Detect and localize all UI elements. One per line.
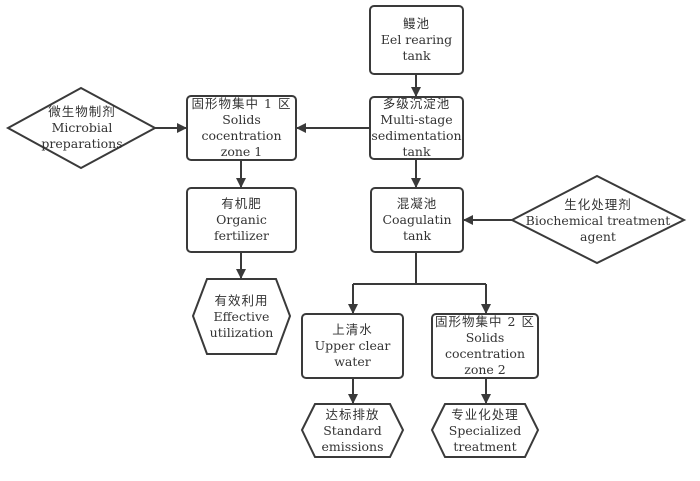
node-label-en: preparations <box>41 136 123 151</box>
solids-zone2-node: 固形物集中 2 区 Solids cocentration zone 2 <box>432 314 538 378</box>
coagulation-node: 混凝池 Coagulatin tank <box>371 188 463 252</box>
node-label-en: cocentration <box>201 128 282 143</box>
node-label-zh: 微生物制剂 <box>48 104 116 119</box>
node-label-en: treatment <box>453 438 517 454</box>
node-label-zh: 混凝池 <box>396 196 438 211</box>
eel-tank-node: 鳗池 Eel rearing tank <box>370 6 463 74</box>
node-label-zh: 有效利用 <box>214 292 269 308</box>
node-label-en: fertilizer <box>214 228 269 243</box>
node-label-en: agent <box>580 229 616 244</box>
node-label-zh: 达标排放 <box>325 406 380 422</box>
organic-fertilizer-node: 有机肥 Organic fertilizer <box>187 188 296 252</box>
standard-emissions-node: 达标排放 Standard emissions <box>302 404 403 457</box>
node-label-en: Solids <box>222 112 261 127</box>
effective-utilization-hexagon <box>191 278 292 355</box>
upper-water-node: 上清水 Upper clear water <box>302 314 403 378</box>
node-label-en: sedimentation <box>371 128 462 143</box>
node-label-en: Solids <box>465 330 505 345</box>
node-label-en: zone 1 <box>220 144 263 159</box>
node-label-en: Multi-stage <box>380 112 453 127</box>
node-label-zh: 有机肥 <box>221 196 262 211</box>
node-label-en: tank <box>402 48 431 63</box>
node-label-en: Specialized <box>448 422 522 438</box>
standard-emissions-hexagon <box>300 403 405 458</box>
biochemical-node: 生化处理剂 Biochemical treatment agent <box>525 196 671 246</box>
node-label-en: tank <box>402 144 431 159</box>
node-label-zh: 专业化处理 <box>451 406 519 422</box>
node-label-zh: 生化处理剂 <box>564 197 632 212</box>
specialized-node: 专业化处理 Specialized treatment <box>432 404 538 457</box>
node-label-en: Upper clear <box>314 338 391 353</box>
node-label-en: water <box>334 354 371 369</box>
node-label-zh: 鳗池 <box>402 16 430 31</box>
node-label-zh: 固形物集中 2 区 <box>435 314 535 329</box>
microbial-node: 微生物制剂 Microbial preparations <box>30 96 134 160</box>
node-label-en: Coagulatin <box>382 212 452 227</box>
node-label-en: zone 2 <box>464 362 506 377</box>
node-label-en: Standard <box>323 422 382 438</box>
node-label-en: Effective <box>213 308 270 324</box>
node-label-en: tank <box>402 228 432 243</box>
solids-zone1-node: 固形物集中 1 区 Solids cocentration zone 1 <box>187 96 296 160</box>
node-label-en: Eel rearing <box>380 32 453 47</box>
node-label-en: Microbial <box>51 120 113 135</box>
effective-utilization-node: 有效利用 Effective utilization <box>193 279 290 354</box>
node-label-zh: 固形物集中 1 区 <box>191 96 292 111</box>
node-label-en: Biochemical treatment <box>525 213 671 228</box>
node-label-zh: 上清水 <box>332 322 373 337</box>
node-label-zh: 多级沉淀池 <box>382 96 451 111</box>
specialized-hexagon <box>430 403 540 458</box>
sedimentation-node: 多级沉淀池 Multi-stage sedimentation tank <box>370 96 463 159</box>
node-label-en: utilization <box>209 324 274 340</box>
node-label-en: emissions <box>321 438 384 454</box>
biochemical-diamond <box>509 174 687 265</box>
node-label-en: Organic <box>216 212 267 227</box>
node-label-en: cocentration <box>444 346 526 361</box>
